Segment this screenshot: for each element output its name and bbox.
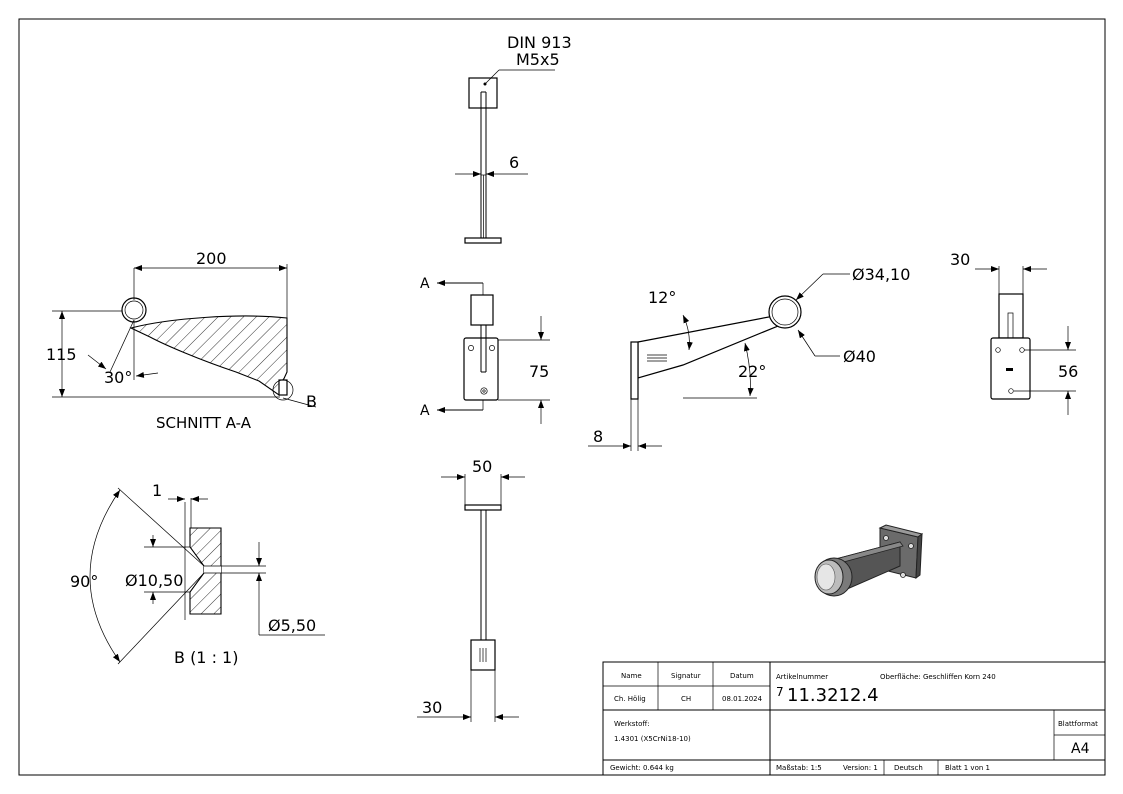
dim-bottom-50: 50 xyxy=(472,457,492,476)
callout-din913: DIN 913 xyxy=(507,33,572,52)
side-view: 12° 22° Ø34,10 Ø40 8 xyxy=(588,265,910,451)
isometric-view xyxy=(814,524,924,597)
artikel-prefix: 7 xyxy=(776,685,784,699)
dim-section-200: 200 xyxy=(196,249,227,268)
drawing-frame xyxy=(18,18,1106,776)
artikel-label: Artikelnummer xyxy=(776,673,828,681)
dim-detail-90deg: 90° xyxy=(70,572,98,591)
section-marker-a-top: A xyxy=(420,276,430,292)
section-marker-a-bottom: A xyxy=(420,403,430,419)
front-view: A A 75 xyxy=(420,276,550,424)
dim-right-56: 56 xyxy=(1058,362,1078,381)
dim-side-dia-inner: Ø34,10 xyxy=(852,265,910,284)
header-signatur: Signatur xyxy=(671,672,701,680)
detail-view-b: 1 90° Ø10,50 Ø5,50 B (1 : 1) xyxy=(70,481,325,667)
dim-front-75: 75 xyxy=(529,362,549,381)
dim-right-30: 30 xyxy=(950,250,970,269)
dim-side-22deg: 22° xyxy=(738,362,766,381)
callout-m5x5: M5x5 xyxy=(516,50,560,69)
detail-title: B (1 : 1) xyxy=(174,648,238,667)
dim-side-12deg: 12° xyxy=(648,288,676,307)
dim-section-30deg: 30° xyxy=(104,368,132,387)
dim-section-115: 115 xyxy=(46,345,77,364)
blattformat-label: Blattformat xyxy=(1058,720,1098,728)
oberflaeche: Oberfläche: Geschliffen Korn 240 xyxy=(880,673,996,681)
dim-detail-1: 1 xyxy=(152,481,162,500)
dim-detail-dia-hole: Ø5,50 xyxy=(268,616,316,635)
dim-side-dia-outer: Ø40 xyxy=(843,347,876,366)
artikel-number: 11.3212.4 xyxy=(787,685,879,706)
header-datum: Datum xyxy=(730,672,754,680)
dim-bottom-30: 30 xyxy=(422,698,442,717)
massstab: Maßstab: 1:5 xyxy=(776,764,822,772)
section-detail-ref: B xyxy=(306,392,317,411)
dim-top-6: 6 xyxy=(509,153,519,172)
right-view: 30 56 xyxy=(950,250,1078,415)
top-view: DIN 913 M5x5 6 xyxy=(455,33,572,244)
version: Version: 1 xyxy=(843,764,878,772)
title-block: Name Signatur Datum Ch. Hölig CH 08.01.2… xyxy=(602,661,1106,776)
werkstoff-value: 1.4301 (X5CrNi18-10) xyxy=(614,735,691,743)
blattformat-value: A4 xyxy=(1071,741,1090,757)
value-signatur: CH xyxy=(681,695,691,703)
gewicht: Gewicht: 0.644 kg xyxy=(610,764,674,772)
section-title: SCHNITT A-A xyxy=(156,414,252,432)
bottom-view: 50 30 xyxy=(417,457,525,722)
value-datum: 08.01.2024 xyxy=(722,695,763,703)
value-name: Ch. Hölig xyxy=(614,695,646,703)
werkstoff-label: Werkstoff: xyxy=(614,720,650,728)
sprache: Deutsch xyxy=(894,764,923,772)
dim-detail-dia-countersink: Ø10,50 xyxy=(125,571,183,590)
header-name: Name xyxy=(621,672,642,680)
dim-side-8: 8 xyxy=(593,427,603,446)
blatt: Blatt 1 von 1 xyxy=(945,764,990,772)
section-view: B 200 115 30° SCHNITT A-A xyxy=(46,249,317,432)
